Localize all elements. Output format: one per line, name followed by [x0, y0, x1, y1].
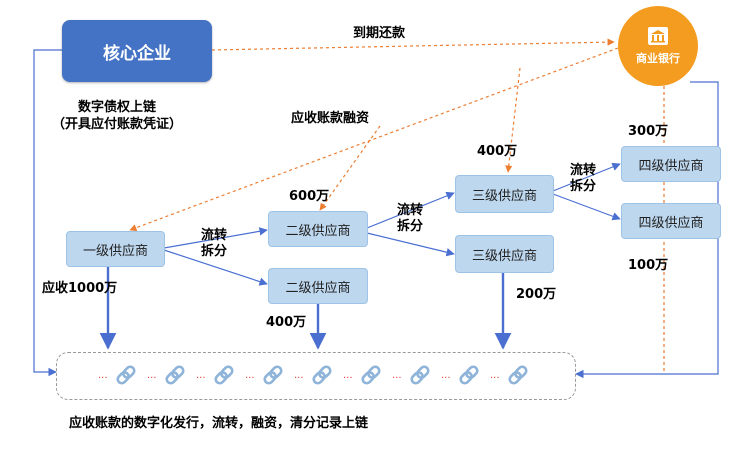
flow-split-label-3: 流转 拆分	[570, 163, 597, 194]
chain-dots: ···	[441, 373, 451, 384]
chain-link-icon	[214, 365, 234, 385]
tier2-supplier-box-b: 二级供应商	[268, 268, 368, 304]
flow-tier3a-tier4b	[552, 193, 621, 221]
tier1-supplier-box: 一级供应商	[66, 231, 165, 267]
flow-tier2a-tier3b	[366, 232, 455, 257]
due-payment-label: 到期还款	[353, 26, 406, 41]
bottom-caption: 应收账款的数字化发行，流转，融资，清分记录上链	[69, 416, 369, 431]
chain-dots: ···	[490, 373, 500, 384]
core-to-chain-line	[33, 49, 62, 377]
financing-arrow-tier1	[129, 47, 619, 232]
flow-tier1-tier2a	[163, 227, 268, 249]
blockchain-links: ··· ··· ··· ··· ··· ··· ··· ··· ···	[98, 365, 528, 385]
tier3-supplier-box-a: 三级供应商	[455, 175, 554, 213]
amount-300: 300万	[628, 124, 669, 139]
commercial-bank-circle: 商业银行	[618, 6, 698, 86]
chain-link-icon	[263, 365, 283, 385]
chain-dots: ···	[196, 373, 206, 384]
chain-link-icon	[410, 365, 430, 385]
tier4-supplier-box-a: 四级供应商	[621, 146, 721, 182]
chain-dots: ···	[343, 373, 353, 384]
chain-dots: ···	[147, 373, 157, 384]
amount-100: 100万	[628, 258, 669, 273]
bank-icon	[648, 27, 668, 45]
tier4-supplier-box-b: 四级供应商	[621, 203, 721, 239]
digital-debt-sublabel: （开具应付账款凭证）	[52, 117, 183, 132]
tier2-supplier-box-a: 二级供应商	[268, 211, 368, 247]
receivable-financing-label: 应收账款融资	[291, 111, 370, 126]
chain-dots: ···	[294, 373, 304, 384]
flow-split-label-2: 流转 拆分	[397, 203, 424, 234]
tier3-supplier-box-b: 三级供应商	[455, 235, 554, 273]
flow-split-label-1: 流转 拆分	[201, 228, 228, 259]
flow-tier2a-tier3a	[366, 191, 455, 229]
chain-link-icon	[459, 365, 479, 385]
chain-link-icon	[116, 365, 136, 385]
blockchain-box	[56, 352, 576, 400]
chain-link-icon	[508, 365, 528, 385]
chain-dots: ···	[98, 373, 108, 384]
amount-400-bottom: 400万	[266, 315, 307, 330]
financing-arrow-tier2	[319, 125, 381, 211]
chain-link-icon	[165, 365, 185, 385]
receivable-1000-label: 应收1000万	[42, 281, 118, 296]
flow-tier1-tier2b	[163, 249, 268, 286]
chain-dots: ···	[392, 373, 402, 384]
core-enterprise-box: 核心企业	[62, 20, 212, 82]
amount-200: 200万	[516, 287, 557, 302]
digital-debt-label: 数字债权上链	[78, 100, 157, 115]
amount-600: 600万	[289, 189, 330, 204]
flow-tier3a-tier4a	[552, 162, 621, 192]
chain-link-icon	[312, 365, 332, 385]
amount-400-top: 400万	[477, 144, 518, 159]
bank-label: 商业银行	[636, 52, 680, 65]
chain-dots: ···	[245, 373, 255, 384]
due-payment-arrow	[211, 38, 615, 51]
chain-link-icon	[361, 365, 381, 385]
